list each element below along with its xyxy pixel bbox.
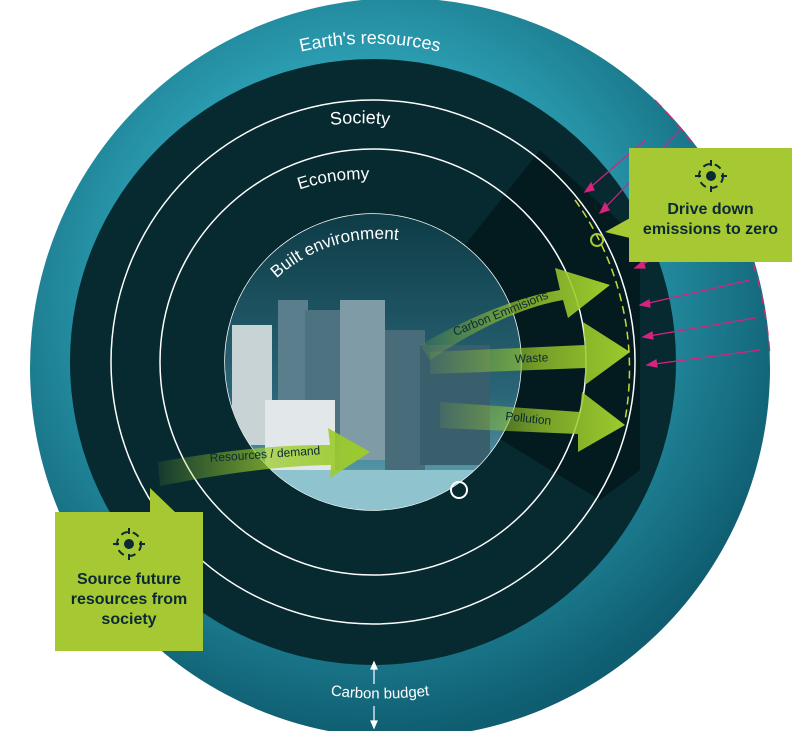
emissions-marker xyxy=(590,233,604,247)
emissions-boundary-arc xyxy=(574,199,631,421)
magenta-arc xyxy=(654,99,771,356)
target-icon xyxy=(694,160,727,192)
waste-arrow xyxy=(430,322,630,385)
carbon-budget-arrows xyxy=(370,660,378,730)
callout-right-pointer xyxy=(605,218,630,238)
carbon-emissions-arrow xyxy=(420,268,610,360)
waste-label: Waste xyxy=(514,350,549,366)
resources-demand-arrow xyxy=(158,428,370,486)
source-future-resources-callout: Source future resources from society xyxy=(55,512,203,651)
callout-left-pointer xyxy=(150,488,175,512)
drive-down-emissions-text: Drive down emissions to zero xyxy=(642,201,779,238)
society-label: Society xyxy=(329,107,391,129)
drive-down-emissions-callout: Drive down emissions to zero xyxy=(629,148,792,262)
pollution-arrow xyxy=(440,392,625,452)
origin-marker xyxy=(450,481,468,499)
society-ring xyxy=(110,99,636,625)
city-image xyxy=(225,214,521,510)
source-future-resources-text: Source future resources from society xyxy=(70,571,188,628)
target-icon xyxy=(113,528,145,560)
pollution-label: Pollution xyxy=(505,409,552,428)
carbon-budget-label: Carbon budget xyxy=(330,682,431,702)
